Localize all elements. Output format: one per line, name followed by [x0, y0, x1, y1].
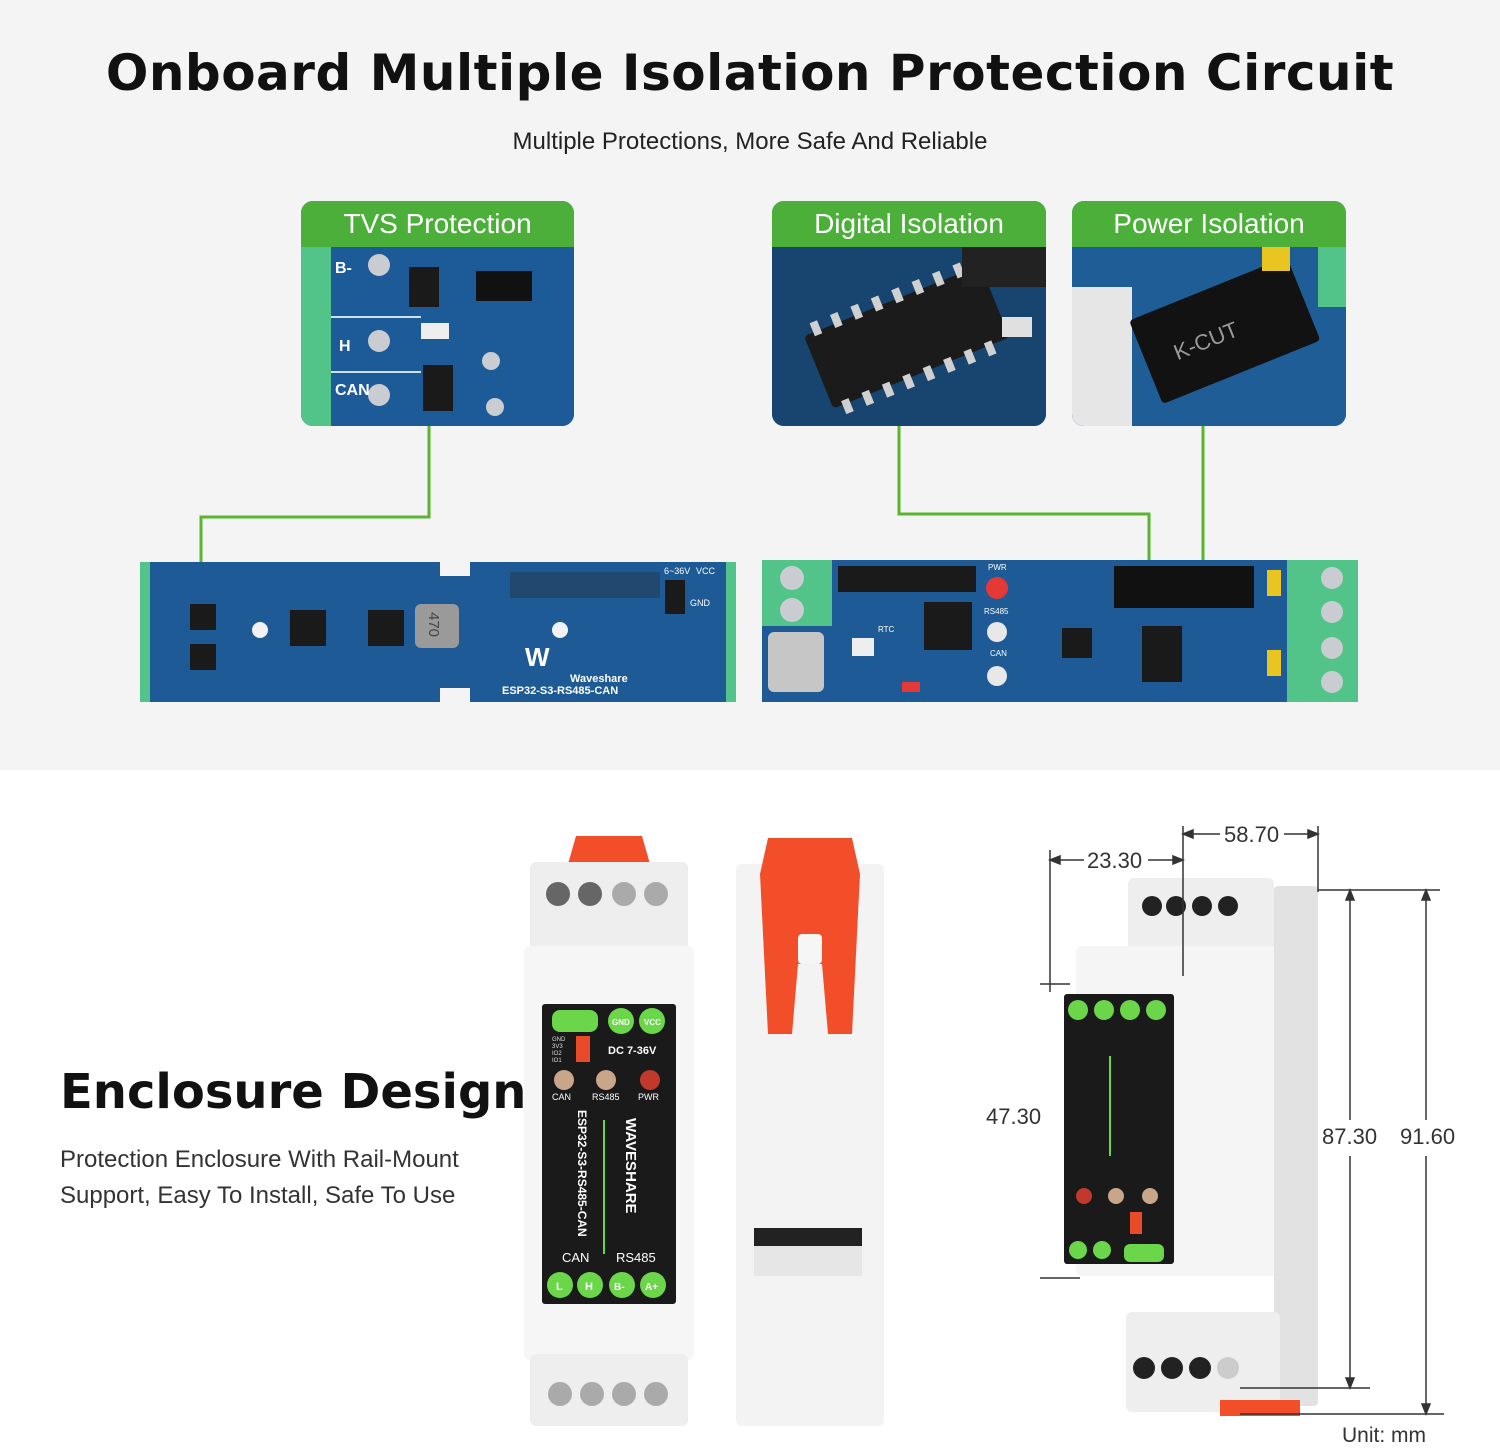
board-brand-label: Waveshare	[570, 673, 628, 685]
tvs-closeup-image: B- H CAN	[301, 247, 574, 426]
panel-gnd-label: GND	[612, 1018, 630, 1027]
enclosure-description: Protection Enclosure With Rail-Mount Sup…	[60, 1146, 459, 1209]
dimension-height-panel: 47.30	[986, 1104, 1042, 1129]
unit-label: Unit: mm	[1342, 1424, 1426, 1447]
digital-isolation-image	[772, 247, 1046, 426]
board-left-image: 470 W Waveshare ESP32-S3-RS485-CAN 6~36V…	[140, 562, 736, 702]
pin-label-h: H	[339, 338, 351, 355]
board-can-label: CAN	[990, 649, 1007, 658]
panel-pin-gnd: GND	[552, 1037, 566, 1043]
board-voltage-label: 6~36V	[664, 566, 690, 576]
board-rtc-label: RTC	[878, 625, 895, 634]
enclosure-title: Enclosure Design	[60, 1064, 527, 1120]
dimension-height-total: 91.60	[1400, 1124, 1456, 1149]
page-title: Onboard Multiple Isolation Protection Ci…	[105, 44, 1395, 102]
panel-group-rs485: RS485	[616, 1250, 656, 1265]
card-header-tvs: TVS Protection	[301, 201, 574, 247]
pin-label-b: B-	[335, 260, 352, 277]
panel-led-can: CAN	[552, 1092, 571, 1102]
panel-brand-label: WAVESHARE	[622, 1118, 639, 1214]
board-pwr-label: PWR	[988, 563, 1007, 572]
panel-terminal-b: B-	[614, 1282, 625, 1293]
panel-pin-3v3: 3V3	[552, 1044, 563, 1050]
power-isolation-card: Power Isolation K-CUT	[1072, 201, 1346, 426]
panel-terminal-h: H	[585, 1281, 593, 1293]
board-model-label: ESP32-S3-RS485-CAN	[502, 685, 618, 697]
panel-vcc-label: VCC	[644, 1018, 661, 1027]
panel-terminal-l: L	[556, 1281, 563, 1293]
panel-pin-io2: IO2	[552, 1051, 562, 1057]
card-header-digital: Digital Isolation	[772, 201, 1046, 247]
dimension-width-top: 58.70	[1224, 822, 1280, 847]
enclosure-dimension-image	[1040, 826, 1444, 1417]
enclosure-front-image: GND VCC DC 7-36V GND 3V3 IO2 IO1 CAN RS4…	[524, 836, 694, 1426]
board-logo-icon: W	[525, 642, 550, 672]
page-subtitle: Multiple Protections, More Safe And Reli…	[512, 128, 988, 155]
board-vcc-label: VCC	[696, 566, 716, 576]
panel-led-pwr: PWR	[638, 1092, 659, 1102]
inductor-label: 470	[425, 612, 442, 637]
panel-group-can: CAN	[562, 1250, 589, 1265]
panel-pin-io1: IO1	[552, 1058, 562, 1064]
panel-model-label: ESP32-S3-RS485-CAN	[575, 1110, 589, 1237]
dimension-height-body: 87.30	[1322, 1124, 1378, 1149]
tvs-protection-card: TVS Protection B- H CAN	[301, 201, 574, 426]
pin-label-can: CAN	[335, 382, 370, 399]
board-gnd-label: GND	[690, 598, 711, 608]
power-isolation-image: K-CUT	[1072, 247, 1346, 426]
panel-terminal-a: A+	[645, 1282, 658, 1293]
board-right-image: PWR RS485 RTC CAN	[762, 560, 1358, 702]
card-header-power: Power Isolation	[1072, 201, 1346, 247]
board-rs485-label: RS485	[984, 607, 1009, 616]
panel-led-rs485: RS485	[592, 1092, 620, 1102]
dimension-width-mid: 23.30	[1087, 848, 1143, 873]
panel-voltage-label: DC 7-36V	[608, 1045, 657, 1057]
digital-isolation-card: Digital Isolation	[772, 201, 1046, 426]
enclosure-back-image	[736, 838, 884, 1426]
